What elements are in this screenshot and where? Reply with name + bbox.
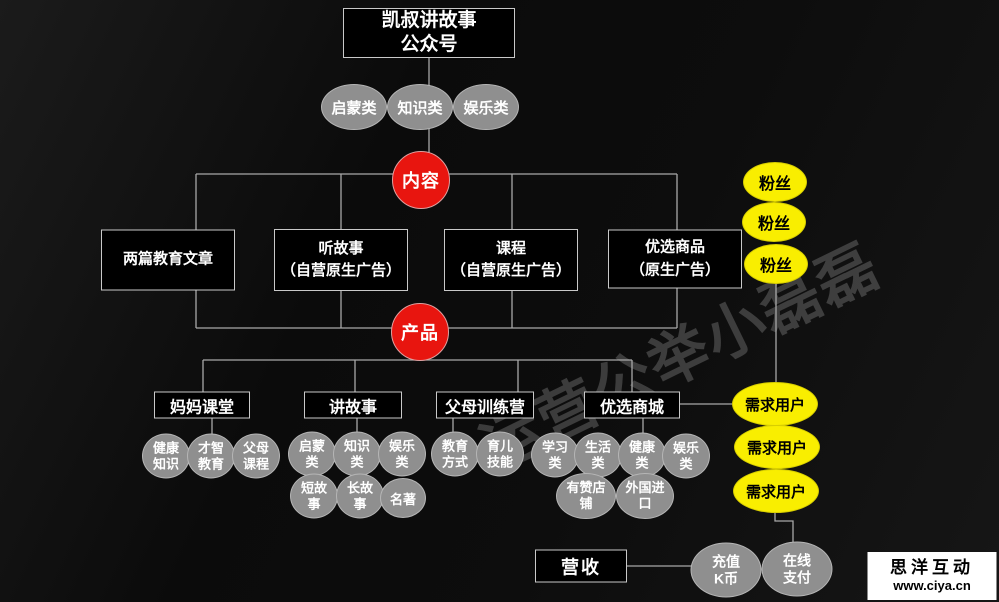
fans-ellipse-3: 粉丝	[744, 244, 808, 284]
tag-foreign-import: 外国进口	[616, 473, 674, 519]
fans-ellipse-1: 粉丝	[743, 162, 807, 202]
tag-education-method-label: 教育方式	[441, 438, 468, 469]
tag-short-story-label: 短故事	[300, 480, 327, 511]
channel-listen-stories-label: 听故事	[318, 239, 364, 257]
product-hub: 产品	[391, 303, 449, 361]
channel-courses-label: 课程	[495, 239, 526, 257]
content-hub: 内容	[392, 151, 450, 209]
tag-mall-life-label: 生活类	[584, 439, 611, 470]
tag-mall-study-label: 学习类	[541, 439, 568, 470]
tag-health-knowledge-label: 健康知识	[152, 440, 179, 471]
product-mom-class: 妈妈课堂	[154, 391, 250, 419]
product-storytelling: 讲故事	[304, 391, 402, 419]
tag-story-enlightenment-label: 启蒙类	[298, 438, 325, 469]
tag-mall-health: 健康类	[618, 432, 666, 478]
tag-mall-entertainment-label: 娱乐类	[672, 440, 699, 471]
tag-classics: 名著	[380, 478, 426, 518]
tag-youzan-shop-label: 有赞店铺	[566, 480, 606, 511]
fans-ellipse-2: 粉丝	[742, 202, 806, 242]
category-knowledge: 知识类	[387, 84, 453, 130]
category-entertainment: 娱乐类	[453, 84, 519, 130]
channel-selected-goods-sub: （原生广告）	[629, 261, 720, 278]
revenue-box: 营收	[535, 549, 627, 583]
title-line2: 公众号	[400, 34, 458, 55]
method-online-pay-label: 在线支付	[783, 552, 811, 585]
title-box: 凯叔讲故事 公众号	[343, 8, 515, 58]
tag-youzan-shop: 有赞店铺	[556, 473, 616, 519]
tag-mall-life: 生活类	[574, 432, 622, 478]
channel-courses: 课程 （自营原生广告）	[444, 229, 578, 291]
channel-courses-sub: （自营原生广告）	[450, 262, 571, 279]
channel-listen-stories-sub: （自营原生广告）	[280, 262, 401, 279]
tag-foreign-import-label: 外国进口	[625, 480, 665, 511]
tag-talent-education: 才智教育	[187, 433, 235, 479]
demand-users-1: 需求用户	[732, 382, 818, 426]
title-line1: 凯叔讲故事	[381, 10, 477, 32]
method-recharge-kcoin-label: 充值K币	[712, 553, 740, 586]
tag-story-enlightenment: 启蒙类	[288, 431, 336, 477]
demand-users-3: 需求用户	[733, 469, 819, 513]
tag-parent-course-label: 父母课程	[242, 440, 269, 471]
tag-story-knowledge-label: 知识类	[343, 438, 370, 469]
logo-box: 思洋互动 www.ciya.cn	[867, 552, 997, 600]
channel-articles-label: 两篇教育文章	[122, 250, 213, 268]
tag-parenting-skills-label: 育儿技能	[486, 438, 513, 469]
channel-selected-goods-label: 优选商品	[644, 238, 705, 256]
tag-health-knowledge: 健康知识	[142, 433, 190, 479]
channel-listen-stories: 听故事 （自营原生广告）	[274, 229, 408, 291]
tag-parenting-skills: 育儿技能	[476, 431, 524, 477]
tag-story-entertainment: 娱乐类	[378, 431, 426, 477]
tag-mall-study: 学习类	[531, 432, 579, 478]
tag-parent-course: 父母课程	[232, 433, 280, 479]
method-online-pay: 在线支付	[761, 541, 833, 597]
logo-name: 思洋互动	[890, 558, 974, 577]
tag-long-story: 长故事	[336, 473, 384, 519]
method-recharge-kcoin: 充值K币	[690, 542, 762, 598]
tag-story-entertainment-label: 娱乐类	[388, 438, 415, 469]
tag-mall-health-label: 健康类	[628, 439, 655, 470]
product-parent-camp: 父母训练营	[436, 391, 534, 419]
channel-articles: 两篇教育文章	[101, 229, 235, 291]
tag-education-method: 教育方式	[431, 431, 479, 477]
logo-url: www.ciya.cn	[893, 578, 971, 594]
tag-story-knowledge: 知识类	[333, 431, 381, 477]
product-mall: 优选商城	[584, 391, 680, 419]
tag-mall-entertainment: 娱乐类	[662, 433, 710, 479]
category-enlightenment: 启蒙类	[321, 84, 387, 130]
tag-talent-education-label: 才智教育	[197, 440, 224, 471]
tag-short-story: 短故事	[290, 473, 338, 519]
tag-long-story-label: 长故事	[346, 480, 373, 511]
demand-users-2: 需求用户	[734, 425, 820, 469]
channel-selected-goods: 优选商品 （原生广告）	[608, 229, 742, 289]
